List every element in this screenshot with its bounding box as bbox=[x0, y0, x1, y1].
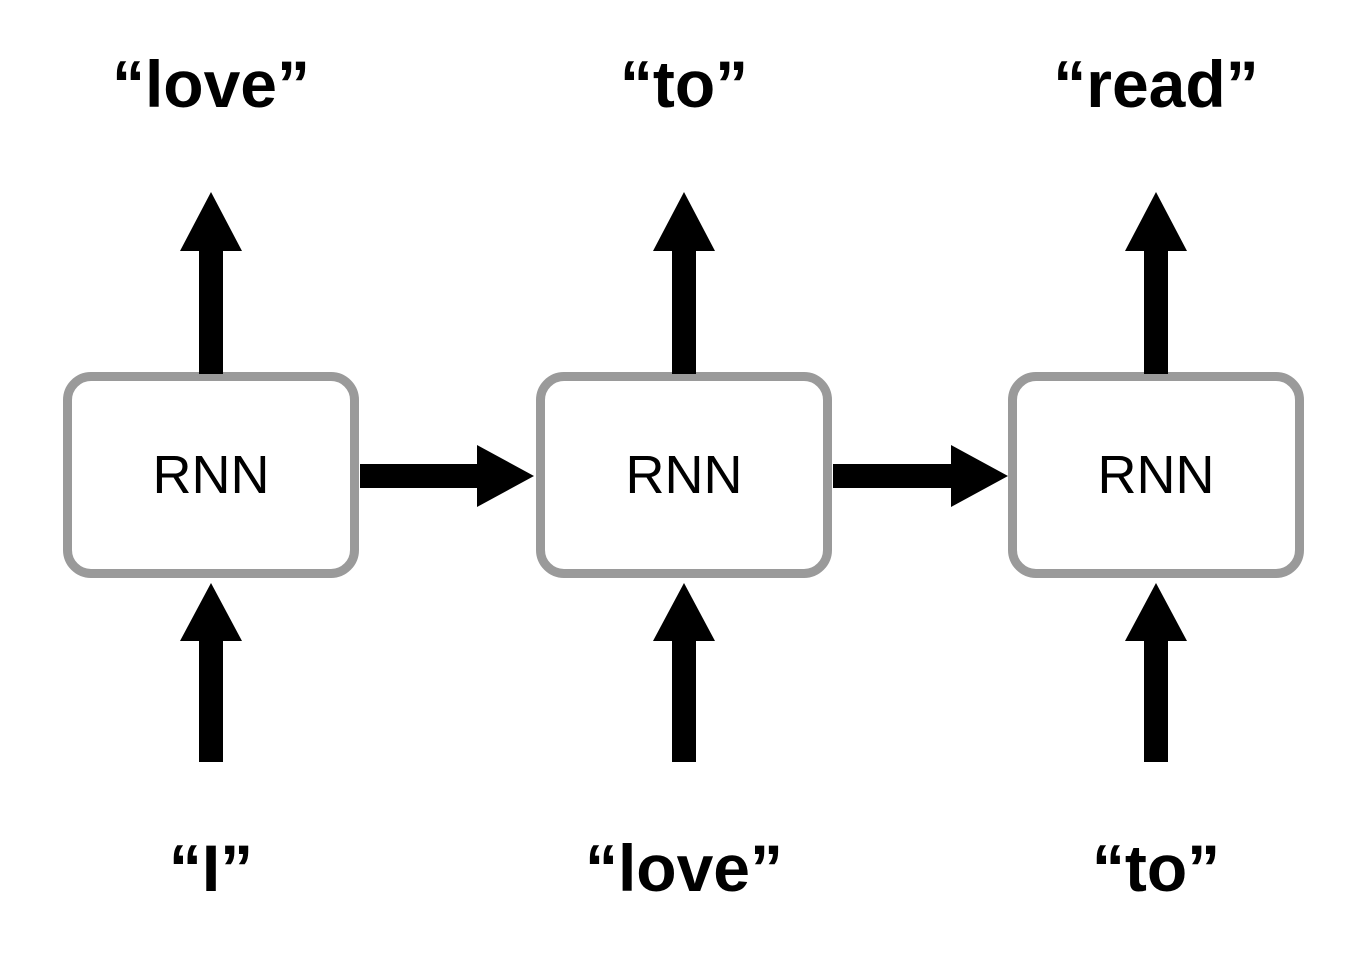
rnn-node-3: RNN bbox=[1008, 372, 1304, 578]
input-arrow-icon-1 bbox=[180, 583, 242, 762]
input-arrow-icon-3 bbox=[1125, 583, 1187, 762]
input-label-1: “I” bbox=[168, 831, 254, 905]
rnn-node-2: RNN bbox=[536, 372, 832, 578]
hidden-state-arrow-icon-2 bbox=[833, 445, 1008, 507]
hidden-state-arrow-icon-1 bbox=[360, 445, 534, 507]
rnn-node-1-label: RNN bbox=[152, 445, 270, 505]
rnn-node-2-label: RNN bbox=[625, 445, 743, 505]
output-label-2: “to” bbox=[619, 47, 749, 121]
output-arrow-icon-1 bbox=[180, 192, 242, 374]
output-arrow-icon-2 bbox=[653, 192, 715, 374]
output-label-3: “read” bbox=[1053, 47, 1259, 121]
rnn-node-3-label: RNN bbox=[1097, 445, 1215, 505]
input-arrow-icon-2 bbox=[653, 583, 715, 762]
output-label-1: “love” bbox=[111, 47, 311, 121]
rnn-node-1: RNN bbox=[63, 372, 359, 578]
output-arrow-icon-3 bbox=[1125, 192, 1187, 374]
input-label-3: “to” bbox=[1091, 831, 1221, 905]
input-label-2: “love” bbox=[584, 831, 784, 905]
